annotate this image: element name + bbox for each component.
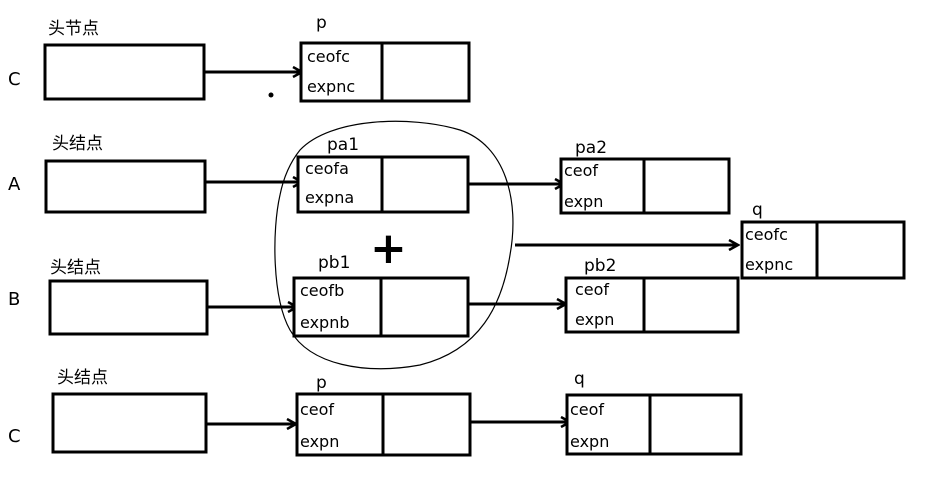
row-letter-c: C: [8, 69, 21, 90]
row-letter-a: A: [8, 174, 21, 195]
head-node-box: [43, 43, 206, 101]
list-node: ceofc expnc: [299, 41, 471, 103]
node-coef-field: ceofc: [745, 225, 788, 244]
node-pointer-label: pa1: [327, 135, 359, 155]
node-coef-field: ceof: [300, 400, 334, 419]
row-letter-b: B: [8, 289, 20, 310]
row-a: A 头结点 pa1 ceofa expna pa2 ceof expn: [8, 134, 731, 215]
node-box: [564, 276, 740, 334]
head-node-label: 头结点: [50, 258, 101, 278]
node-coef-field: ceofb: [300, 281, 344, 300]
node-coef-field: ceof: [575, 280, 609, 299]
head-node-box: [51, 392, 208, 454]
node-expn-field: expn: [570, 432, 609, 451]
result-node-group: q ceofc expnc: [515, 200, 906, 280]
node-pointer-label: p: [316, 13, 327, 33]
node-expn-field: expn: [300, 432, 339, 451]
head-node-label: 头结点: [52, 134, 103, 154]
node-pointer-label: q: [574, 369, 585, 389]
node-expn-field: expn: [575, 310, 614, 329]
row-c-result: C 头节点 p ceofc expnc: [8, 13, 471, 103]
row-c-bottom: C 头结点 p ceof expn q ceof expn: [8, 368, 743, 457]
selection-ellipse: [274, 120, 514, 370]
head-node-label: 头节点: [48, 19, 99, 39]
node-pointer-label: pb1: [318, 253, 350, 273]
node-coef-field: ceof: [564, 161, 598, 180]
list-node: ceofc expnc: [740, 220, 906, 280]
node-box: [740, 220, 906, 280]
head-node-box: [44, 159, 207, 214]
node-coef-field: ceof: [570, 400, 604, 419]
node-expn-field: expnc: [745, 255, 793, 274]
node-expn-field: expnc: [307, 77, 355, 96]
list-node: ceofa expna: [296, 155, 470, 214]
list-node: ceof expn: [295, 392, 472, 457]
list-node: ceof expn: [559, 157, 731, 215]
node-coef-field: ceofa: [305, 159, 349, 178]
node-coef-field: ceofc: [307, 47, 350, 66]
node-box: [299, 41, 471, 103]
node-expn-field: expn: [564, 192, 603, 211]
node-pointer-label: pb2: [584, 256, 616, 276]
row-b: B 头结点 pb1 ceofb expnb pb2 ceof expn: [8, 253, 740, 338]
plus-sign: +: [370, 223, 407, 274]
node-expn-field: expnb: [300, 313, 349, 332]
node-pointer-label: q: [752, 200, 763, 220]
list-node: ceof expn: [565, 393, 743, 456]
node-pointer-label: p: [316, 373, 327, 393]
head-node-label: 头结点: [57, 368, 108, 388]
ink-dot: [268, 92, 274, 98]
node-expn-field: expna: [305, 188, 354, 207]
list-node: ceofb expnb: [292, 276, 470, 338]
head-node-box: [48, 279, 209, 336]
node-pointer-label: pa2: [575, 138, 607, 158]
row-letter-c: C: [8, 426, 21, 447]
node-box: [565, 393, 743, 456]
list-node: ceof expn: [564, 276, 740, 334]
